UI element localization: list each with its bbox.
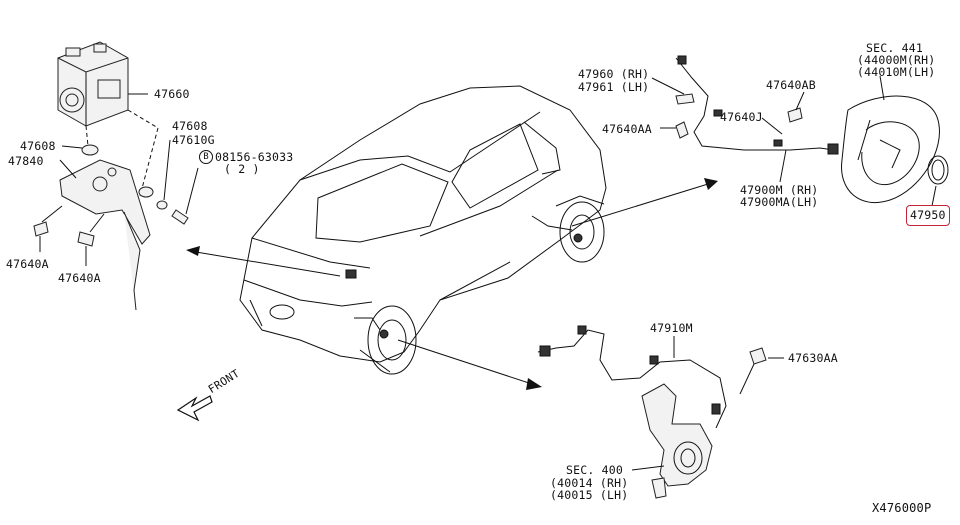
label-47950-highlighted[interactable]: 47950 bbox=[906, 205, 950, 226]
diagram-id: X476000P bbox=[872, 501, 932, 515]
bolt-47640a-left[interactable] bbox=[33, 221, 49, 237]
label-47640a-right: 47640A bbox=[58, 271, 101, 285]
label-sec400[interactable]: SEC. 400 bbox=[566, 463, 623, 477]
seal-47950[interactable] bbox=[927, 155, 949, 185]
mount-insulator-47608[interactable] bbox=[81, 144, 154, 198]
vehicle-body bbox=[239, 85, 607, 375]
label-40014: (40014 (RH) bbox=[550, 476, 629, 490]
rear-sensor-harness[interactable] bbox=[675, 55, 839, 155]
label-47840: 47840 bbox=[8, 154, 44, 168]
label-bolt-qty: ( 2 ) bbox=[224, 162, 260, 176]
label-44010m: (44010M(LH) bbox=[857, 65, 936, 79]
label-47610g: 47610G bbox=[172, 133, 215, 147]
steering-knuckle[interactable] bbox=[641, 383, 713, 499]
label-47630aa: 47630AA bbox=[788, 351, 838, 365]
label-47910m: 47910M bbox=[650, 321, 693, 335]
label-47900m: 47900M (RH) bbox=[740, 183, 819, 197]
label-47640aa: 47640AA bbox=[602, 122, 652, 136]
label-47640j: 47640J bbox=[720, 110, 763, 124]
collar-47610g[interactable] bbox=[156, 200, 168, 210]
clip-47960[interactable] bbox=[675, 93, 695, 105]
label-sec441[interactable]: SEC. 441 bbox=[866, 41, 923, 55]
actuator-bracket[interactable] bbox=[59, 159, 151, 311]
bolt-08156-63033[interactable] bbox=[171, 209, 189, 225]
bolt-47640aa[interactable] bbox=[675, 121, 689, 139]
label-47960: 47960 (RH) bbox=[578, 67, 650, 81]
label-47640ab: 47640AB bbox=[766, 78, 816, 92]
label-47900ma: 47900MA(LH) bbox=[740, 195, 819, 209]
label-47640a-left: 47640A bbox=[6, 257, 49, 271]
label-47608: 47608 bbox=[172, 119, 208, 133]
front-direction-arrow bbox=[176, 395, 213, 422]
label-bolt-code: 08156-63033 bbox=[215, 150, 294, 164]
label-47608-mount: 47608 bbox=[20, 139, 56, 153]
bolt-b-marker: B bbox=[199, 150, 213, 164]
bolt-47640a-right[interactable] bbox=[77, 231, 95, 247]
abs-actuator-unit[interactable] bbox=[57, 41, 129, 127]
label-47961: 47961 (LH) bbox=[578, 80, 650, 94]
bolt-47630aa[interactable] bbox=[749, 347, 767, 365]
bolt-47640ab[interactable] bbox=[787, 107, 803, 123]
label-40015: (40015 (LH) bbox=[550, 488, 629, 502]
label-47660: 47660 bbox=[154, 87, 190, 101]
label-44000m: (44000M(RH) bbox=[857, 53, 936, 67]
front-sensor-harness[interactable] bbox=[537, 325, 727, 429]
brake-backing-plate[interactable] bbox=[841, 95, 940, 204]
